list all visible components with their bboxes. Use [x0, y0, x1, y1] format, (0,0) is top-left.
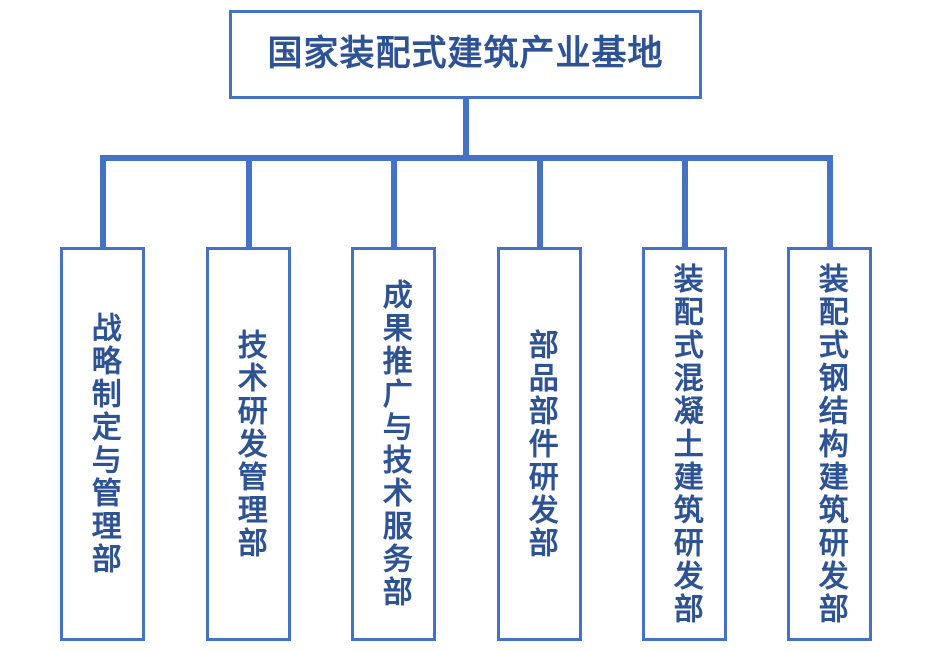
org-node-child-4-label: 部品部件研发部 — [522, 328, 558, 560]
org-node-child-3-label: 成果推广与技术服务部 — [376, 279, 412, 609]
org-node-child-1-label: 战略制定与管理部 — [85, 312, 121, 576]
org-node-child-5[interactable]: 装配式混凝土建筑研发部 — [642, 247, 727, 641]
org-node-child-6[interactable]: 装配式钢结构建筑研发部 — [787, 247, 872, 641]
org-node-root[interactable]: 国家装配式建筑产业基地 — [229, 10, 702, 99]
connector-drop-6 — [827, 155, 833, 247]
org-node-child-5-label: 装配式混凝土建筑研发部 — [667, 262, 703, 626]
org-node-child-2[interactable]: 技术研发管理部 — [206, 247, 291, 641]
connector-drop-5 — [682, 155, 688, 247]
org-node-child-6-label: 装配式钢结构建筑研发部 — [812, 262, 848, 626]
connector-drop-3 — [391, 155, 397, 247]
connector-drop-1 — [100, 155, 106, 247]
org-node-child-1[interactable]: 战略制定与管理部 — [60, 247, 145, 641]
org-node-child-3[interactable]: 成果推广与技术服务部 — [351, 247, 436, 641]
org-node-child-4[interactable]: 部品部件研发部 — [497, 247, 582, 641]
connector-horizontal-bus — [100, 155, 833, 161]
org-node-root-label: 国家装配式建筑产业基地 — [267, 34, 664, 75]
connector-trunk-vertical — [463, 99, 469, 161]
connector-drop-2 — [246, 155, 252, 247]
connector-drop-4 — [537, 155, 543, 247]
org-node-child-2-label: 技术研发管理部 — [231, 328, 267, 560]
